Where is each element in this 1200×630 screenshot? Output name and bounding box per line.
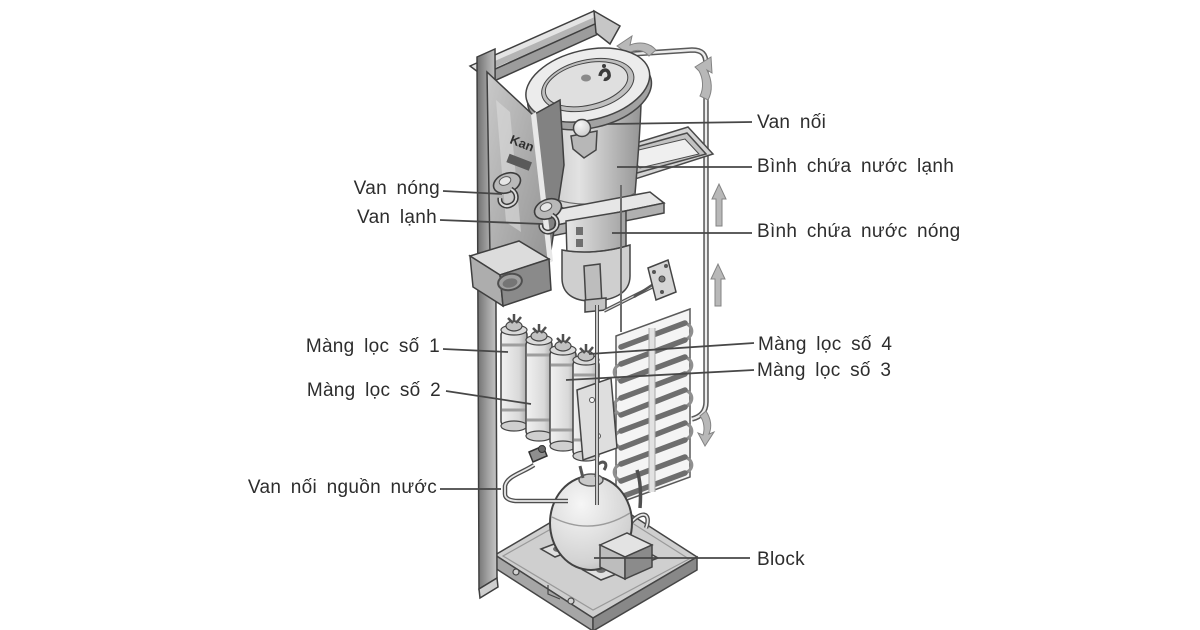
compressor-block bbox=[549, 460, 654, 581]
leader-lines bbox=[439, 121, 755, 559]
arrow-up-2-icon bbox=[710, 262, 726, 307]
cold-faucet bbox=[533, 197, 563, 235]
label-van-noi: Van nối bbox=[757, 112, 827, 133]
terminal-box bbox=[598, 532, 654, 581]
flow-arrows bbox=[616, 34, 727, 447]
label-block: Block bbox=[757, 549, 805, 570]
hot-faucet bbox=[492, 171, 522, 209]
label-mang-loc-so-3: Màng lọc số 3 bbox=[757, 360, 892, 381]
label-mang-loc-so-2: Màng lọc số 2 bbox=[306, 380, 441, 401]
van-noi-fitting bbox=[570, 118, 598, 159]
hot-water-tank bbox=[561, 210, 631, 313]
support-bracket bbox=[603, 258, 677, 313]
cold-water-tank bbox=[525, 47, 653, 214]
arrow-up-1-icon bbox=[711, 182, 727, 227]
filter-cartridge-2 bbox=[525, 324, 553, 442]
label-van-noi-nguon-nuoc: Van nối nguồn nước bbox=[247, 477, 437, 498]
tank-lid-hole bbox=[581, 74, 591, 82]
label-mang-loc-so-1: Màng lọc số 1 bbox=[305, 336, 440, 357]
arrow-down-icon bbox=[696, 410, 716, 447]
connecting-tubes bbox=[595, 305, 643, 509]
arrow-top-right-icon bbox=[694, 56, 713, 101]
drip-bracket-box bbox=[468, 240, 552, 308]
filter-cartridge-1 bbox=[500, 314, 528, 432]
front-panel: Kan bbox=[486, 70, 565, 302]
label-binh-chua-nuoc-lanh: Bình chứa nước lạnh bbox=[757, 156, 955, 177]
label-van-nong: Van nóng bbox=[353, 178, 440, 199]
label-binh-chua-nuoc-nong: Bình chứa nước nóng bbox=[757, 221, 961, 242]
filter-cartridges bbox=[500, 314, 618, 462]
condenser-coil bbox=[612, 307, 694, 506]
label-mang-loc-so-4: Màng lọc số 4 bbox=[758, 334, 893, 355]
water-inlet-valve bbox=[502, 445, 568, 504]
label-van-lanh: Van lạnh bbox=[357, 207, 437, 228]
filter-cartridge-3 bbox=[549, 334, 577, 452]
tank-lid-fitting bbox=[598, 68, 611, 81]
